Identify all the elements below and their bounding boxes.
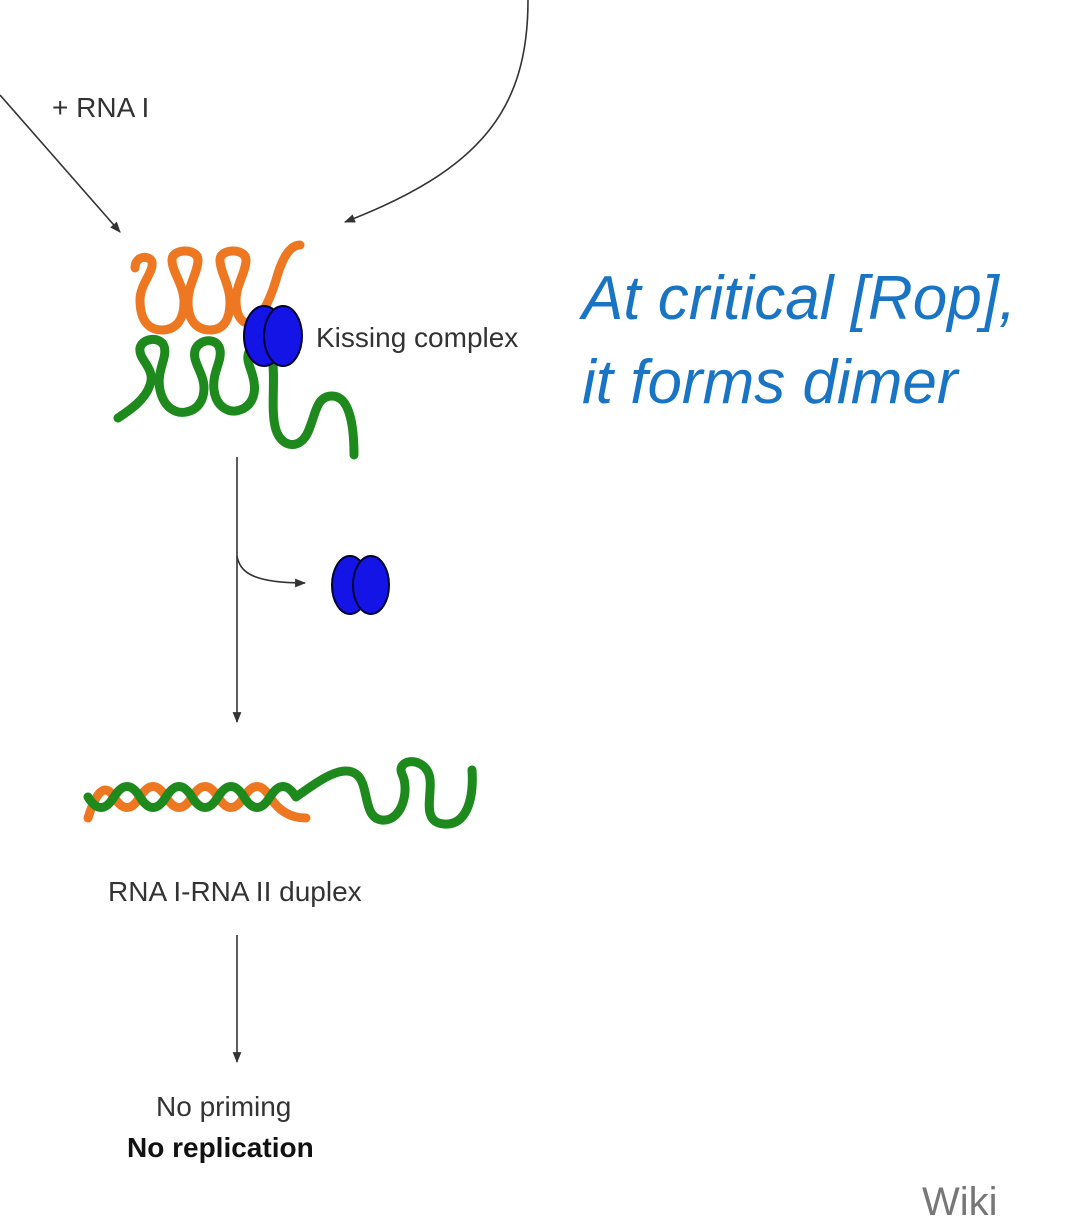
arrow-release-rop [236, 555, 307, 588]
callout-line-2: it forms dimer [582, 348, 958, 417]
rop-dimer-bound [243, 305, 303, 367]
rop-dimer-released [331, 555, 390, 615]
label-no-priming: No priming [156, 1091, 292, 1122]
label-kissing-complex: Kissing complex [316, 322, 519, 353]
watermark-text: Wiki [922, 1180, 998, 1224]
label-rna-i: + RNA I [52, 92, 150, 123]
label-no-replication: No replication [127, 1132, 314, 1163]
rop-monomer-right [263, 305, 303, 367]
label-duplex: RNA I-RNA II duplex [108, 876, 362, 907]
diagram-canvas: + RNA I Kissing complex RNA I-RNA II dup… [0, 0, 1017, 1224]
duplex-rna-ii-strand [83, 757, 477, 829]
arrow-from-left [0, 94, 121, 233]
rna-ii-strand-hairpins [113, 335, 359, 460]
arrow-from-right [343, 0, 529, 223]
rop-monomer-right [352, 555, 390, 615]
rna-i-strand-hairpins [130, 240, 305, 335]
diagram-graphics [0, 0, 529, 1064]
callout-line-1: At critical [Rop], [582, 264, 1017, 333]
